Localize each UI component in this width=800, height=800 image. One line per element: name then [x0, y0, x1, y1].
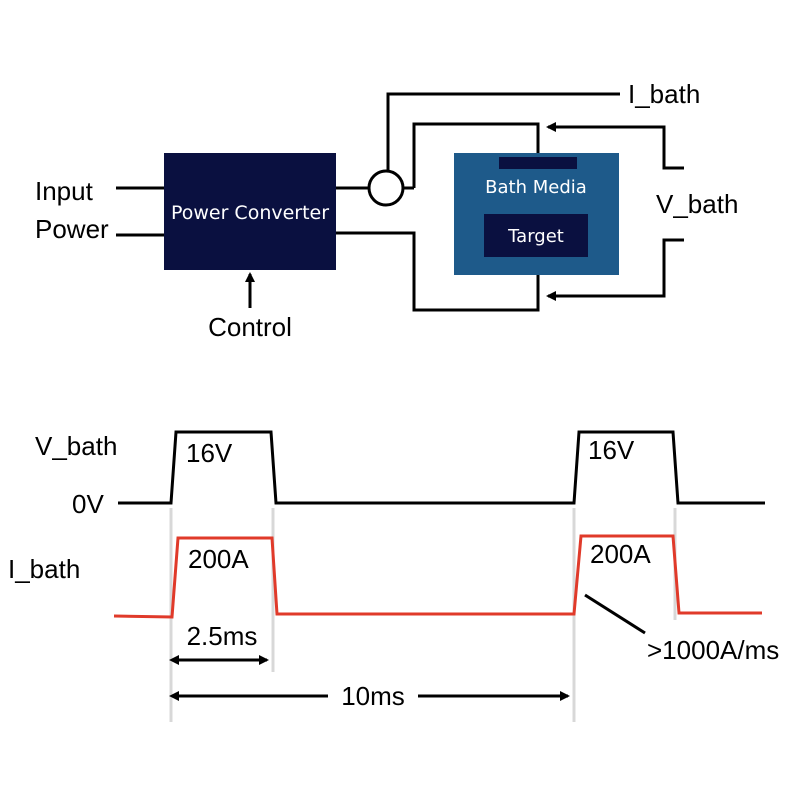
bath-media-label: Bath Media: [485, 177, 587, 198]
input-label: Input: [35, 176, 94, 206]
pulse2-current-label: 200A: [590, 539, 651, 569]
voltage-trace: [118, 430, 765, 505]
vbath-sense-top: [546, 122, 684, 170]
ibath-trace-label: I_bath: [8, 554, 80, 584]
pulse1-voltage-label: 16V: [186, 438, 233, 468]
current-sensor-icon: [367, 169, 405, 207]
power-converter-label: Power Converter: [171, 202, 329, 224]
wire-to-target: [336, 231, 540, 312]
period-label: 10ms: [341, 681, 405, 711]
power-converter-box: [164, 153, 336, 270]
slew-pointer-line: [584, 593, 646, 635]
slew-rate-label: >1000A/ms: [647, 635, 779, 665]
target-box: [484, 214, 588, 257]
sensor-output-wire: [386, 92, 620, 171]
zero-volt-label: 0V: [72, 489, 104, 519]
circuit-block: Input Power Power Converter Control I_ba…: [35, 79, 738, 342]
pulse1-current-label: 200A: [188, 544, 249, 574]
bath-media-electrode: [499, 157, 577, 169]
ibath-top-label: I_bath: [628, 79, 700, 109]
vbath-side-label: V_bath: [656, 189, 738, 219]
control-label: Control: [208, 312, 292, 342]
current-trace: [113, 534, 762, 619]
vbath-sense-bottom: [546, 238, 684, 301]
target-label: Target: [507, 226, 564, 247]
vbath-trace-label: V_bath: [35, 431, 117, 461]
wire-to-bath-media: [412, 122, 540, 188]
timing-block: V_bath 0V I_bath 16V 16V 200A 200A >1000…: [8, 430, 779, 722]
power-label: Power: [35, 214, 109, 244]
width-label: 2.5ms: [187, 621, 258, 651]
pulse2-voltage-label: 16V: [588, 435, 635, 465]
